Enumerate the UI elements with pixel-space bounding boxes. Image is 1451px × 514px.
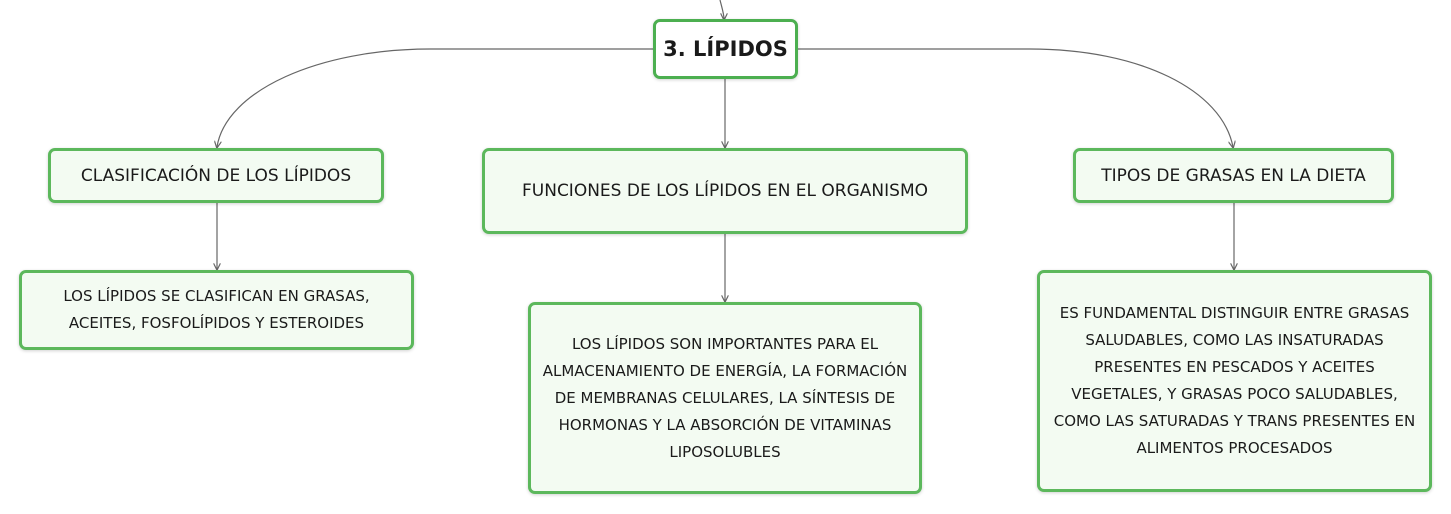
topic-node-tipos[interactable]: TIPOS DE GRASAS EN LA DIETA bbox=[1073, 148, 1394, 203]
topic-node-clasificacion[interactable]: CLASIFICACIÓN DE LOS LÍPIDOS bbox=[48, 148, 384, 203]
topic-node-label: TIPOS DE GRASAS EN LA DIETA bbox=[1101, 165, 1366, 186]
connector-root-to-clasificacion bbox=[217, 48, 653, 147]
detail-node-clasificacion[interactable]: LOS LÍPIDOS SE CLASIFICAN EN GRASAS, ACE… bbox=[19, 270, 414, 350]
detail-node-tipos[interactable]: ES FUNDAMENTAL DISTINGUIR ENTRE GRASAS S… bbox=[1037, 270, 1432, 492]
detail-node-text: ES FUNDAMENTAL DISTINGUIR ENTRE GRASAS S… bbox=[1053, 304, 1416, 457]
connector-parent-to-root bbox=[719, 0, 724, 19]
topic-node-label: CLASIFICACIÓN DE LOS LÍPIDOS bbox=[80, 165, 352, 186]
connector-root-to-tipos bbox=[798, 48, 1233, 147]
root-node-label: 3. LÍPIDOS bbox=[663, 37, 788, 61]
detail-node-funciones[interactable]: LOS LÍPIDOS SON IMPORTANTES PARA EL ALMA… bbox=[528, 302, 922, 494]
root-node[interactable]: 3. LÍPIDOS bbox=[653, 19, 798, 79]
detail-node-text: LOS LÍPIDOS SON IMPORTANTES PARA EL ALMA… bbox=[542, 334, 908, 461]
topic-node-funciones[interactable]: FUNCIONES DE LOS LÍPIDOS EN EL ORGANISMO bbox=[482, 148, 968, 234]
detail-node-text: LOS LÍPIDOS SE CLASIFICAN EN GRASAS, ACE… bbox=[63, 287, 370, 332]
topic-node-label: FUNCIONES DE LOS LÍPIDOS EN EL ORGANISMO bbox=[522, 181, 928, 201]
